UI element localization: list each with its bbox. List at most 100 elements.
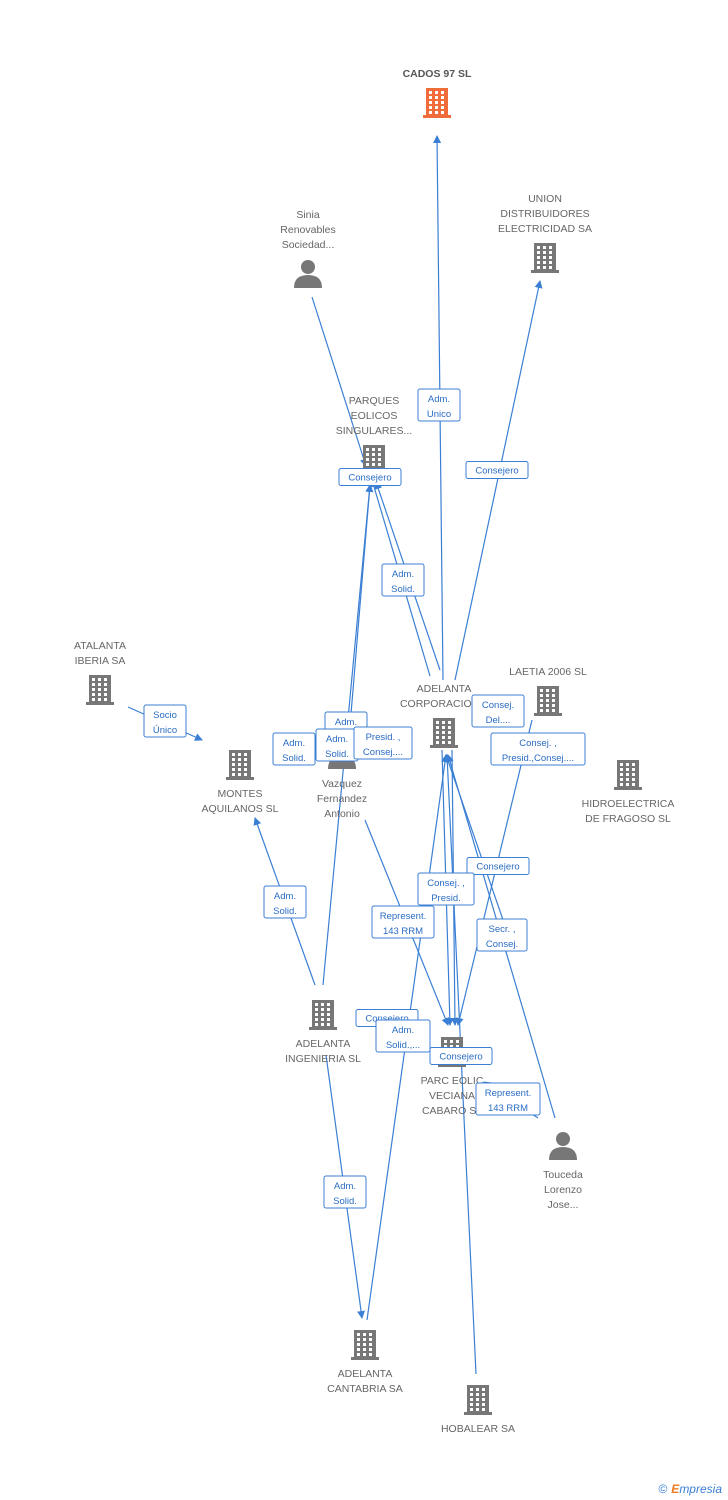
relation-text: Consejero <box>439 1052 482 1063</box>
person-icon <box>294 260 322 288</box>
node-label: HOBALEAR SA <box>441 1423 515 1435</box>
relation-text: Solid. <box>282 753 306 764</box>
relation-text: Unico <box>427 409 451 420</box>
node-label: HIDROELECTRICA <box>582 798 675 810</box>
relation-label-r13[interactable]: Consej. ,Presid. <box>417 872 475 906</box>
relation-text: Solid.,... <box>386 1040 420 1051</box>
node-label: CABARO SL <box>422 1105 482 1117</box>
node-label: Renovables <box>280 224 335 236</box>
relation-text: Consej. , <box>519 738 557 749</box>
relation-label-r16[interactable]: Adm. Solid. <box>263 885 307 919</box>
relation-edge <box>454 280 543 681</box>
node-label: CORPORACION... <box>400 698 488 710</box>
building-icon <box>614 760 642 790</box>
relation-label-r19[interactable]: Consejero <box>429 1047 493 1065</box>
relation-text: Secr. , <box>489 924 516 935</box>
relation-text: Consejero <box>475 466 518 477</box>
relation-label-r11[interactable]: Consej. ,Presid.,Consej.... <box>490 732 586 766</box>
relation-label-r12[interactable]: Consejero <box>466 857 530 875</box>
relation-label-r8[interactable]: Adm.Solid. <box>315 728 359 762</box>
node-parques[interactable]: PARQUESEOLICOSSINGULARES... <box>336 395 412 475</box>
relation-box <box>471 694 525 728</box>
building-icon <box>226 750 254 780</box>
node-adelanta-ing[interactable]: ADELANTA INGENIERIA SL <box>285 1000 361 1065</box>
relation-label-r1[interactable]: Adm.Unico <box>417 388 461 422</box>
relation-text: Consej. <box>486 939 518 950</box>
relation-text: Adm. <box>392 1025 414 1036</box>
relation-box <box>375 1019 431 1053</box>
relation-box <box>381 563 425 597</box>
relation-label-r9[interactable]: Presid. , Consej.... <box>353 726 413 760</box>
relation-box <box>338 468 402 486</box>
node-label: Vazquez <box>322 778 362 790</box>
relation-box <box>475 1082 541 1116</box>
relation-text: Socio <box>153 710 177 721</box>
relation-label-r10[interactable]: Consej.Del.... <box>471 694 525 728</box>
building-icon <box>309 1000 337 1030</box>
relation-text: Solid. <box>273 906 297 917</box>
relation-text: Adm. <box>274 891 296 902</box>
relation-text: Solid. <box>391 584 415 595</box>
relation-text: Del.... <box>486 715 511 726</box>
relation-label-r14[interactable]: Represent.143 RRM <box>371 905 435 939</box>
relation-text: Solid. <box>325 749 349 760</box>
relation-text: Adm. <box>283 738 305 749</box>
relation-label-r4[interactable]: Adm. Solid. <box>381 563 425 597</box>
relation-text: Presid. , <box>366 732 401 743</box>
relation-text: Consej.... <box>363 747 403 758</box>
node-label: AQUILANOS SL <box>201 803 278 815</box>
relation-text: Único <box>153 725 177 736</box>
node-adelanta-corp[interactable]: ADELANTA CORPORACION... <box>400 683 488 748</box>
relation-box <box>323 1175 367 1209</box>
node-label: Jose... <box>548 1199 579 1211</box>
relation-text: 143 RRM <box>383 926 423 937</box>
node-hidro[interactable]: HIDROELECTRICA DE FRAGOSO SL <box>582 760 675 825</box>
building-icon <box>86 675 114 705</box>
node-cados[interactable]: CADOS 97 SL <box>403 68 472 118</box>
node-label: CADOS 97 SL <box>403 68 472 80</box>
copyright-symbol: © <box>658 1482 668 1496</box>
node-label: DE FRAGOSO SL <box>585 813 671 825</box>
building-icon <box>351 1330 379 1360</box>
relation-text: Adm. <box>335 717 357 728</box>
node-label: ADELANTA <box>296 1038 351 1050</box>
building-icon <box>430 718 458 748</box>
node-sinia[interactable]: SiniaRenovablesSociedad... <box>280 209 336 288</box>
node-label: INGENIERIA SL <box>285 1053 361 1065</box>
person-icon <box>549 1132 577 1160</box>
node-label: VECIANA <box>429 1090 475 1102</box>
relation-text: Adm. <box>334 1181 356 1192</box>
relation-label-r6[interactable]: Adm. Solid. <box>272 732 316 766</box>
relation-text: Adm. <box>392 569 414 580</box>
relation-label-r20[interactable]: Represent.143 RRM <box>475 1082 541 1116</box>
relation-label-r2[interactable]: Consejero <box>338 468 402 486</box>
brand-initial: E <box>671 1482 680 1496</box>
node-montes[interactable]: MONTES AQUILANOS SL <box>201 750 279 815</box>
relation-box <box>429 1047 493 1065</box>
node-label: Sociedad... <box>282 239 335 251</box>
relation-box <box>490 732 586 766</box>
relation-label-r18[interactable]: Adm. Solid.,... <box>375 1019 431 1053</box>
relation-edge <box>311 296 368 467</box>
node-label: IBERIA SA <box>75 655 126 667</box>
node-label: ATALANTA <box>74 640 126 652</box>
node-label: Touceda <box>543 1169 583 1181</box>
node-touceda[interactable]: ToucedaLorenzoJose... <box>543 1132 583 1211</box>
node-atalanta[interactable]: ATALANTA IBERIA SA <box>74 640 126 705</box>
node-label: ADELANTA <box>417 683 472 695</box>
node-label: Antonio <box>324 808 360 820</box>
node-hobalear[interactable]: HOBALEAR SA <box>441 1385 515 1435</box>
relation-text: Solid. <box>333 1196 357 1207</box>
node-label: MONTES <box>218 788 263 800</box>
relation-label-r3[interactable]: Consejero <box>465 461 529 479</box>
relation-text: Consejero <box>365 1014 408 1025</box>
relation-box <box>417 872 475 906</box>
relation-label-r21[interactable]: Adm. Solid. <box>323 1175 367 1209</box>
node-laetia[interactable]: LAETIA 2006 SL <box>509 666 587 716</box>
relation-label-r15[interactable]: Secr. , Consej. <box>476 918 528 952</box>
relation-text: Presid. <box>431 893 461 904</box>
